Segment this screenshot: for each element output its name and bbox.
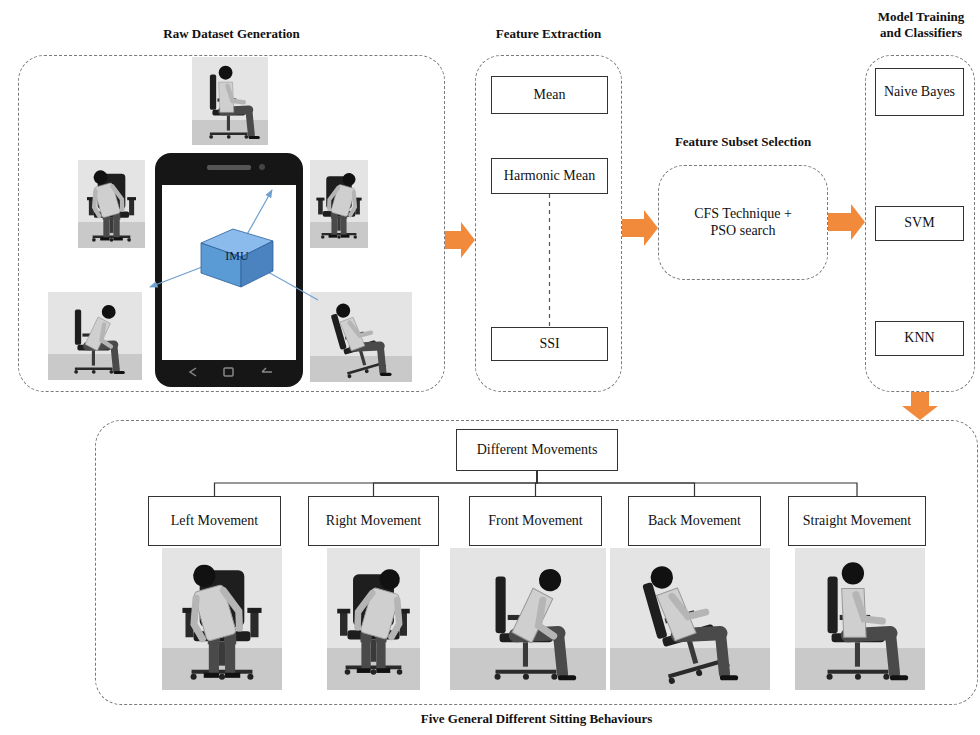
photo-sitting	[78, 160, 145, 248]
photo-right	[327, 548, 420, 690]
process-box: Back Movement	[628, 496, 761, 546]
dashed-group: Raw Dataset GenerationIMU	[18, 55, 445, 392]
box-label: Harmonic Mean	[504, 168, 595, 185]
box-label: Naive Bayes	[884, 84, 955, 101]
process-box: Straight Movement	[788, 496, 926, 546]
group-heading: Feature Subset Selection	[675, 134, 811, 150]
box-label: IMU	[225, 249, 248, 263]
imu-axes	[150, 190, 318, 300]
process-box: Different Movements	[456, 429, 618, 471]
photo-sitting	[192, 57, 268, 145]
box-label: Mean	[534, 87, 566, 104]
block-arrow	[445, 222, 475, 258]
dashed-group: Feature Subset SelectionCFS Technique + …	[658, 165, 828, 280]
box-label: Different Movements	[477, 442, 598, 459]
box-label: Back Movement	[648, 513, 741, 530]
connector-line	[549, 194, 550, 327]
block-arrow	[622, 210, 658, 246]
dashed-group: Model Training and ClassifiersNaive Baye…	[865, 55, 975, 392]
connector-line	[374, 471, 538, 496]
dashed-group: Five General Different Sitting Behaviour…	[95, 420, 978, 705]
box-label: Front Movement	[488, 513, 583, 530]
block-arrow	[828, 204, 865, 240]
smartphone	[155, 153, 303, 387]
imu-cube: IMU	[197, 223, 277, 289]
group-heading: Model Training and Classifiers	[866, 9, 976, 40]
group-heading: Raw Dataset Generation	[163, 26, 299, 42]
process-box: Mean	[491, 76, 608, 114]
connector-line	[537, 471, 857, 496]
box-label: KNN	[904, 330, 934, 347]
group-heading: Five General Different Sitting Behaviour…	[421, 711, 653, 727]
photo-back	[610, 548, 770, 690]
dashed-group: Feature ExtractionMeanHarmonic MeanSSI	[475, 55, 622, 392]
photo-sitting	[310, 160, 368, 248]
process-box: SVM	[875, 206, 964, 241]
box-label: Right Movement	[326, 513, 421, 530]
photo-front	[450, 548, 606, 690]
process-box: Left Movement	[148, 496, 281, 546]
process-box: Harmonic Mean	[491, 158, 608, 194]
photo-sitting	[48, 292, 142, 380]
group-heading: Feature Extraction	[496, 26, 602, 42]
photo-sitting	[310, 292, 412, 382]
process-box: SSI	[491, 327, 608, 361]
box-label: SVM	[904, 215, 934, 232]
photo-straight	[795, 548, 925, 690]
process-box: Right Movement	[308, 496, 439, 546]
photo-left	[162, 548, 282, 690]
process-box: Naive Bayes	[875, 68, 964, 116]
connector-line	[215, 471, 538, 496]
box-label: SSI	[539, 336, 559, 353]
box-label: CFS Technique + PSO search	[687, 206, 799, 240]
box-label: Straight Movement	[803, 513, 912, 530]
block-arrow	[902, 392, 938, 420]
process-box: Front Movement	[469, 496, 602, 546]
box-label: Left Movement	[171, 513, 258, 530]
process-box: KNN	[875, 321, 964, 356]
